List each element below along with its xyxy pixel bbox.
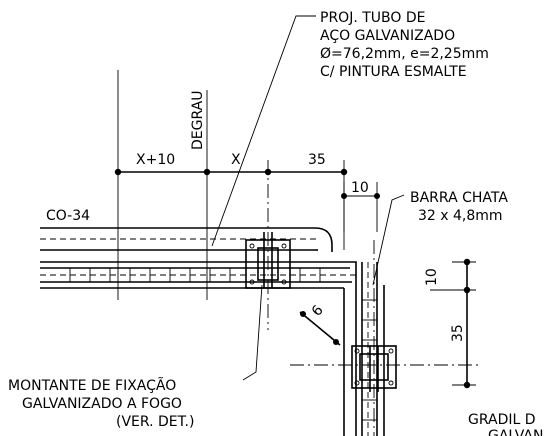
center-lines [267, 160, 480, 436]
dim-35-top: 35 [308, 152, 326, 168]
dim-10-right: 10 [424, 268, 440, 286]
post-note-line3: (VER. DET.) [116, 414, 194, 430]
dim-6-diagonal: 6 [309, 302, 327, 319]
leaders [211, 15, 405, 381]
railing-vertical [343, 261, 385, 436]
diagonal-dimension [299, 311, 341, 346]
dim-node [264, 168, 272, 176]
pipe-note-line3: Ø=76,2mm, e=2,25mm [320, 46, 489, 62]
small-10-dimension [341, 182, 380, 232]
fixing-post-top [245, 232, 291, 289]
railing-line2: GALVAN [488, 428, 543, 436]
railing-line1: GRADIL D [468, 412, 536, 428]
pipe-note-line1: PROJ. TUBO DE [320, 10, 425, 26]
dim-node [203, 168, 211, 176]
top-dimension-line [114, 168, 348, 176]
handrail-horizontal [40, 227, 360, 289]
flat-bar-line1: BARRA CHATA [410, 190, 508, 206]
pipe-note-line2: AÇO GALVANIZADO [320, 28, 455, 44]
dim-node [340, 168, 348, 176]
fixing-post-right [351, 345, 397, 392]
dim-node [114, 168, 122, 176]
step-label: DEGRAU [190, 91, 206, 150]
post-note-line2: GALVANIZADO A FOGO [22, 396, 182, 412]
rail-pickets [69, 268, 321, 282]
right-dimension-line [463, 258, 471, 389]
rail-pickets-vertical [362, 299, 377, 421]
post-note-line1: MONTANTE DE FIXAÇÃO [8, 377, 176, 394]
dim-x-plus-10: X+10 [136, 152, 175, 168]
dim-10-top: 10 [351, 180, 369, 196]
flat-bar-line2: 32 x 4,8mm [418, 208, 503, 224]
dim-x: X [231, 152, 241, 168]
pipe-note-line4: C/ PINTURA ESMALTE [320, 64, 467, 80]
ref-code: CO-34 [46, 208, 90, 224]
dim-35-right: 35 [450, 324, 466, 342]
